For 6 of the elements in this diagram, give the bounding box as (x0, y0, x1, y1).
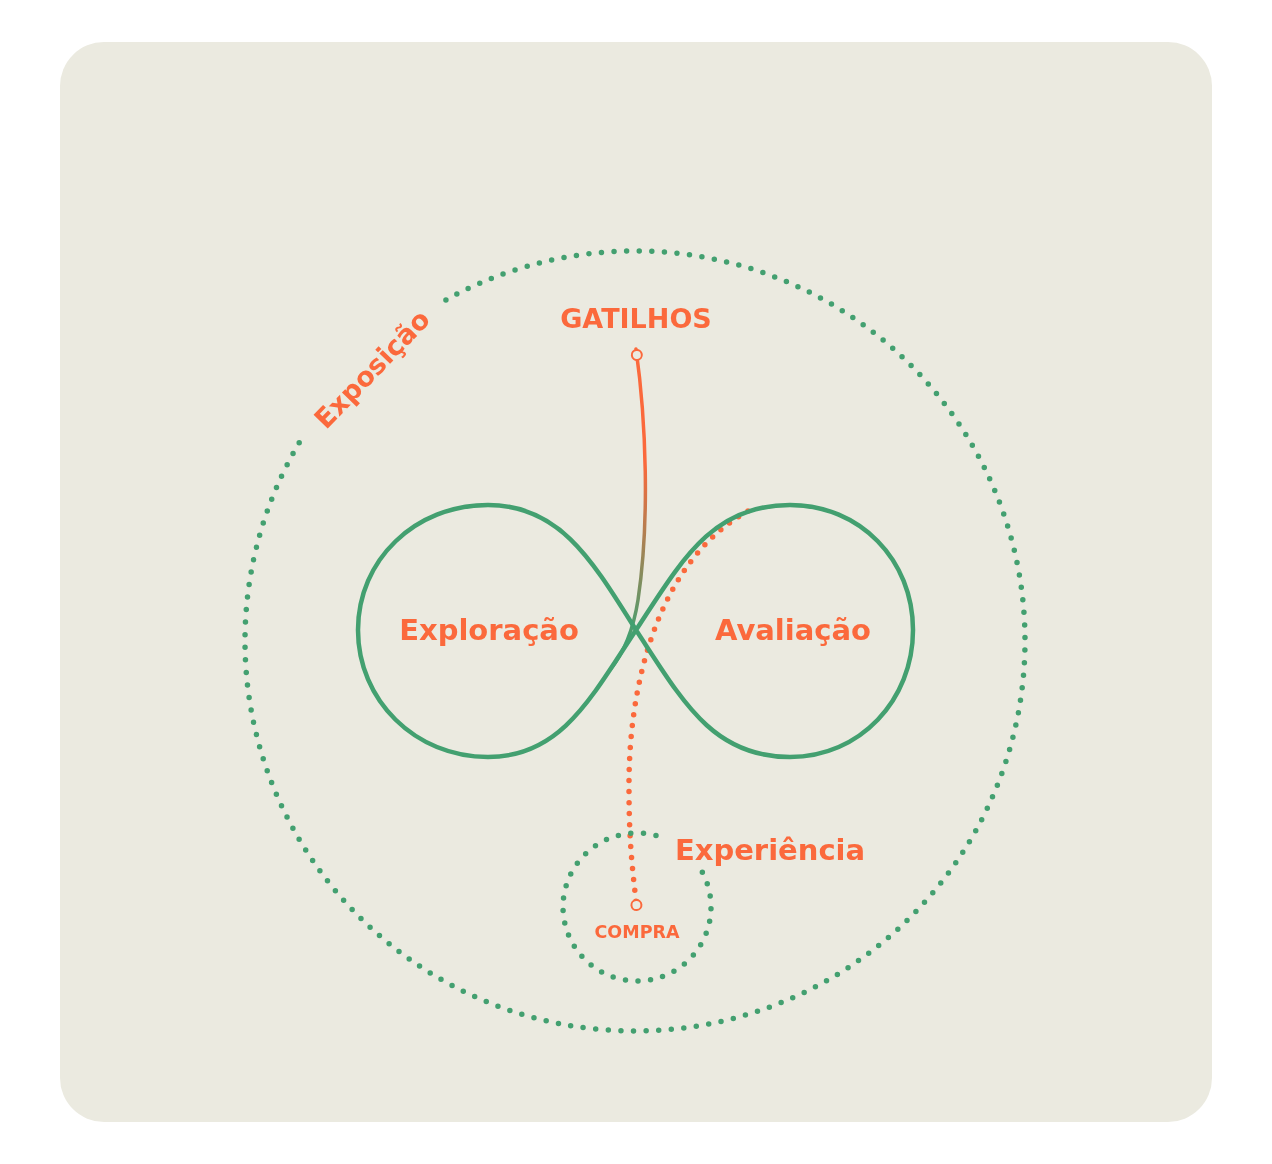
end-label: COMPRA (594, 921, 680, 943)
circle-label: Experiência (674, 834, 866, 868)
loop-label: Avaliação (715, 614, 871, 648)
trigger-label: GATILHOS (560, 303, 712, 335)
dotted-connector (626, 508, 751, 914)
loop-label: Exploração (399, 614, 579, 648)
